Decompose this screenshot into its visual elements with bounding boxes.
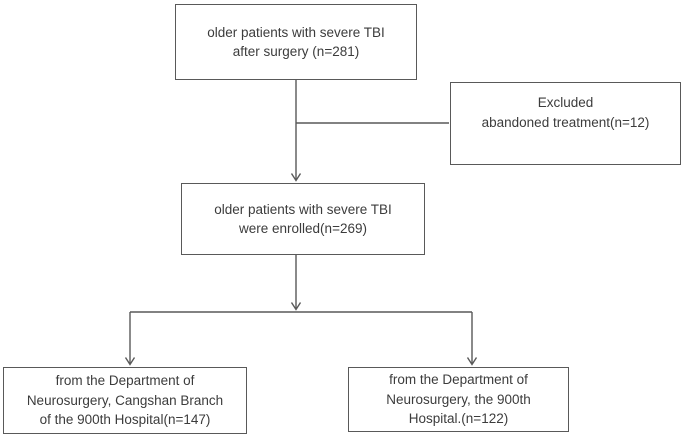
- node-900th-hospital: from the Department of Neurosurgery, the…: [348, 367, 569, 432]
- node-initial-patients: older patients with severe TBI after sur…: [175, 4, 417, 80]
- node-enrolled: older patients with severe TBI were enro…: [181, 183, 425, 255]
- node-cangshan-branch: from the Department of Neurosurgery, Can…: [3, 367, 247, 434]
- node-excluded: Excluded abandoned treatment(n=12): [450, 82, 681, 165]
